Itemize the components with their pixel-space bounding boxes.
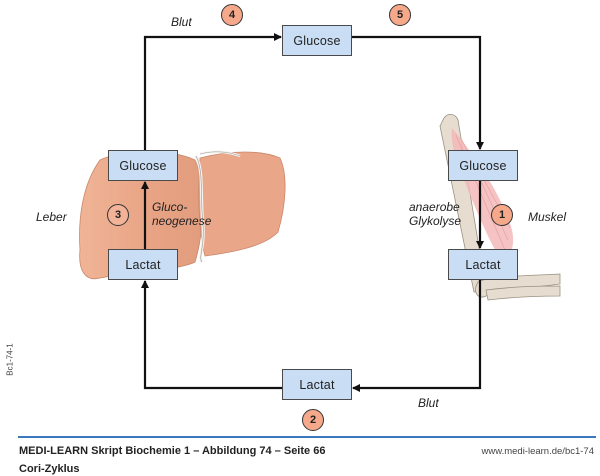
figure-title: Cori-Zyklus xyxy=(19,463,80,475)
node-blood-lactat: Lactat xyxy=(282,369,352,400)
step-badge-4: 4 xyxy=(221,4,243,26)
figure-url[interactable]: www.medi-learn.de/bc1-74 xyxy=(481,446,594,457)
arrow-muscle-to-blood-lactat xyxy=(352,280,482,392)
label-glykolyse-line2: Glykolyse xyxy=(409,214,462,228)
liver-illustration xyxy=(79,150,286,280)
label-gluconeo-line2: neogenese xyxy=(152,214,212,228)
label-muskel: Muskel xyxy=(528,210,567,224)
node-liver-glucose: Glucose xyxy=(108,150,178,181)
node-muscle-lactat: Lactat xyxy=(448,249,518,280)
label-anaerobe-glykolyse: anaerobe Glykolyse xyxy=(409,200,461,228)
arrow-blood-lactat-to-liver xyxy=(141,280,282,390)
step-badge-1: 1 xyxy=(491,204,513,226)
label-blut-bottom: Blut xyxy=(418,396,439,410)
label-glykolyse-line1: anaerobe xyxy=(409,200,460,214)
liver-right-lobe xyxy=(198,151,286,257)
node-blood-glucose: Glucose xyxy=(282,25,352,56)
arrow-liver-to-blood-glucose xyxy=(143,33,282,150)
footer-divider xyxy=(18,436,596,438)
label-leber: Leber xyxy=(36,210,67,224)
figure-side-code: Bc1-74-1 xyxy=(5,343,15,376)
node-liver-lactat: Lactat xyxy=(108,249,178,280)
label-gluconeogenese: Gluco- neogenese xyxy=(152,200,211,228)
arrow-blood-glucose-to-muscle xyxy=(352,35,484,150)
label-blut-top: Blut xyxy=(171,15,192,29)
step-badge-3: 3 xyxy=(107,204,129,226)
label-gluconeo-line1: Gluco- xyxy=(152,200,188,214)
node-muscle-glucose: Glucose xyxy=(448,150,518,181)
figure-caption: MEDI-LEARN Skript Biochemie 1 – Abbildun… xyxy=(19,445,326,457)
step-badge-2: 2 xyxy=(302,409,324,431)
cycle-arrows xyxy=(141,33,484,392)
step-badge-5: 5 xyxy=(389,4,411,26)
